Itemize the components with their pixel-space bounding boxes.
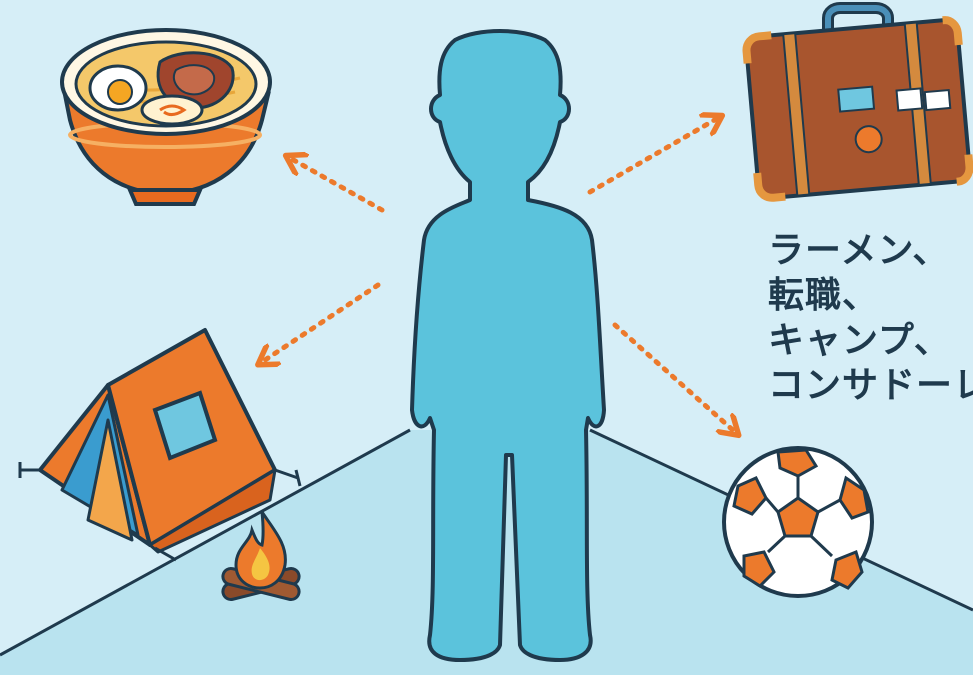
campfire-icon (221, 511, 301, 601)
caption-line-3: キャンプ、 (768, 320, 951, 361)
caption-line-1: ラーメン、 (768, 230, 950, 271)
arrow-to-ball (612, 322, 735, 432)
caption-line-2: 転職、 (768, 275, 880, 316)
tent-icon (18, 328, 302, 562)
arrow-to-tent (262, 282, 381, 362)
soccer-ball-icon (722, 446, 874, 598)
person-silhouette-icon (410, 29, 606, 662)
caption-line-4: コンサドーレ (768, 365, 973, 406)
arrow-to-ramen (290, 158, 385, 213)
floor-edge-left (0, 428, 411, 657)
caption: ラーメン、 転職、 キャンプ、 コンサドーレ (768, 228, 973, 408)
ramen-bowl-icon (60, 28, 272, 206)
arrow-to-suitcase (587, 118, 718, 195)
suitcase-icon (742, 2, 973, 202)
